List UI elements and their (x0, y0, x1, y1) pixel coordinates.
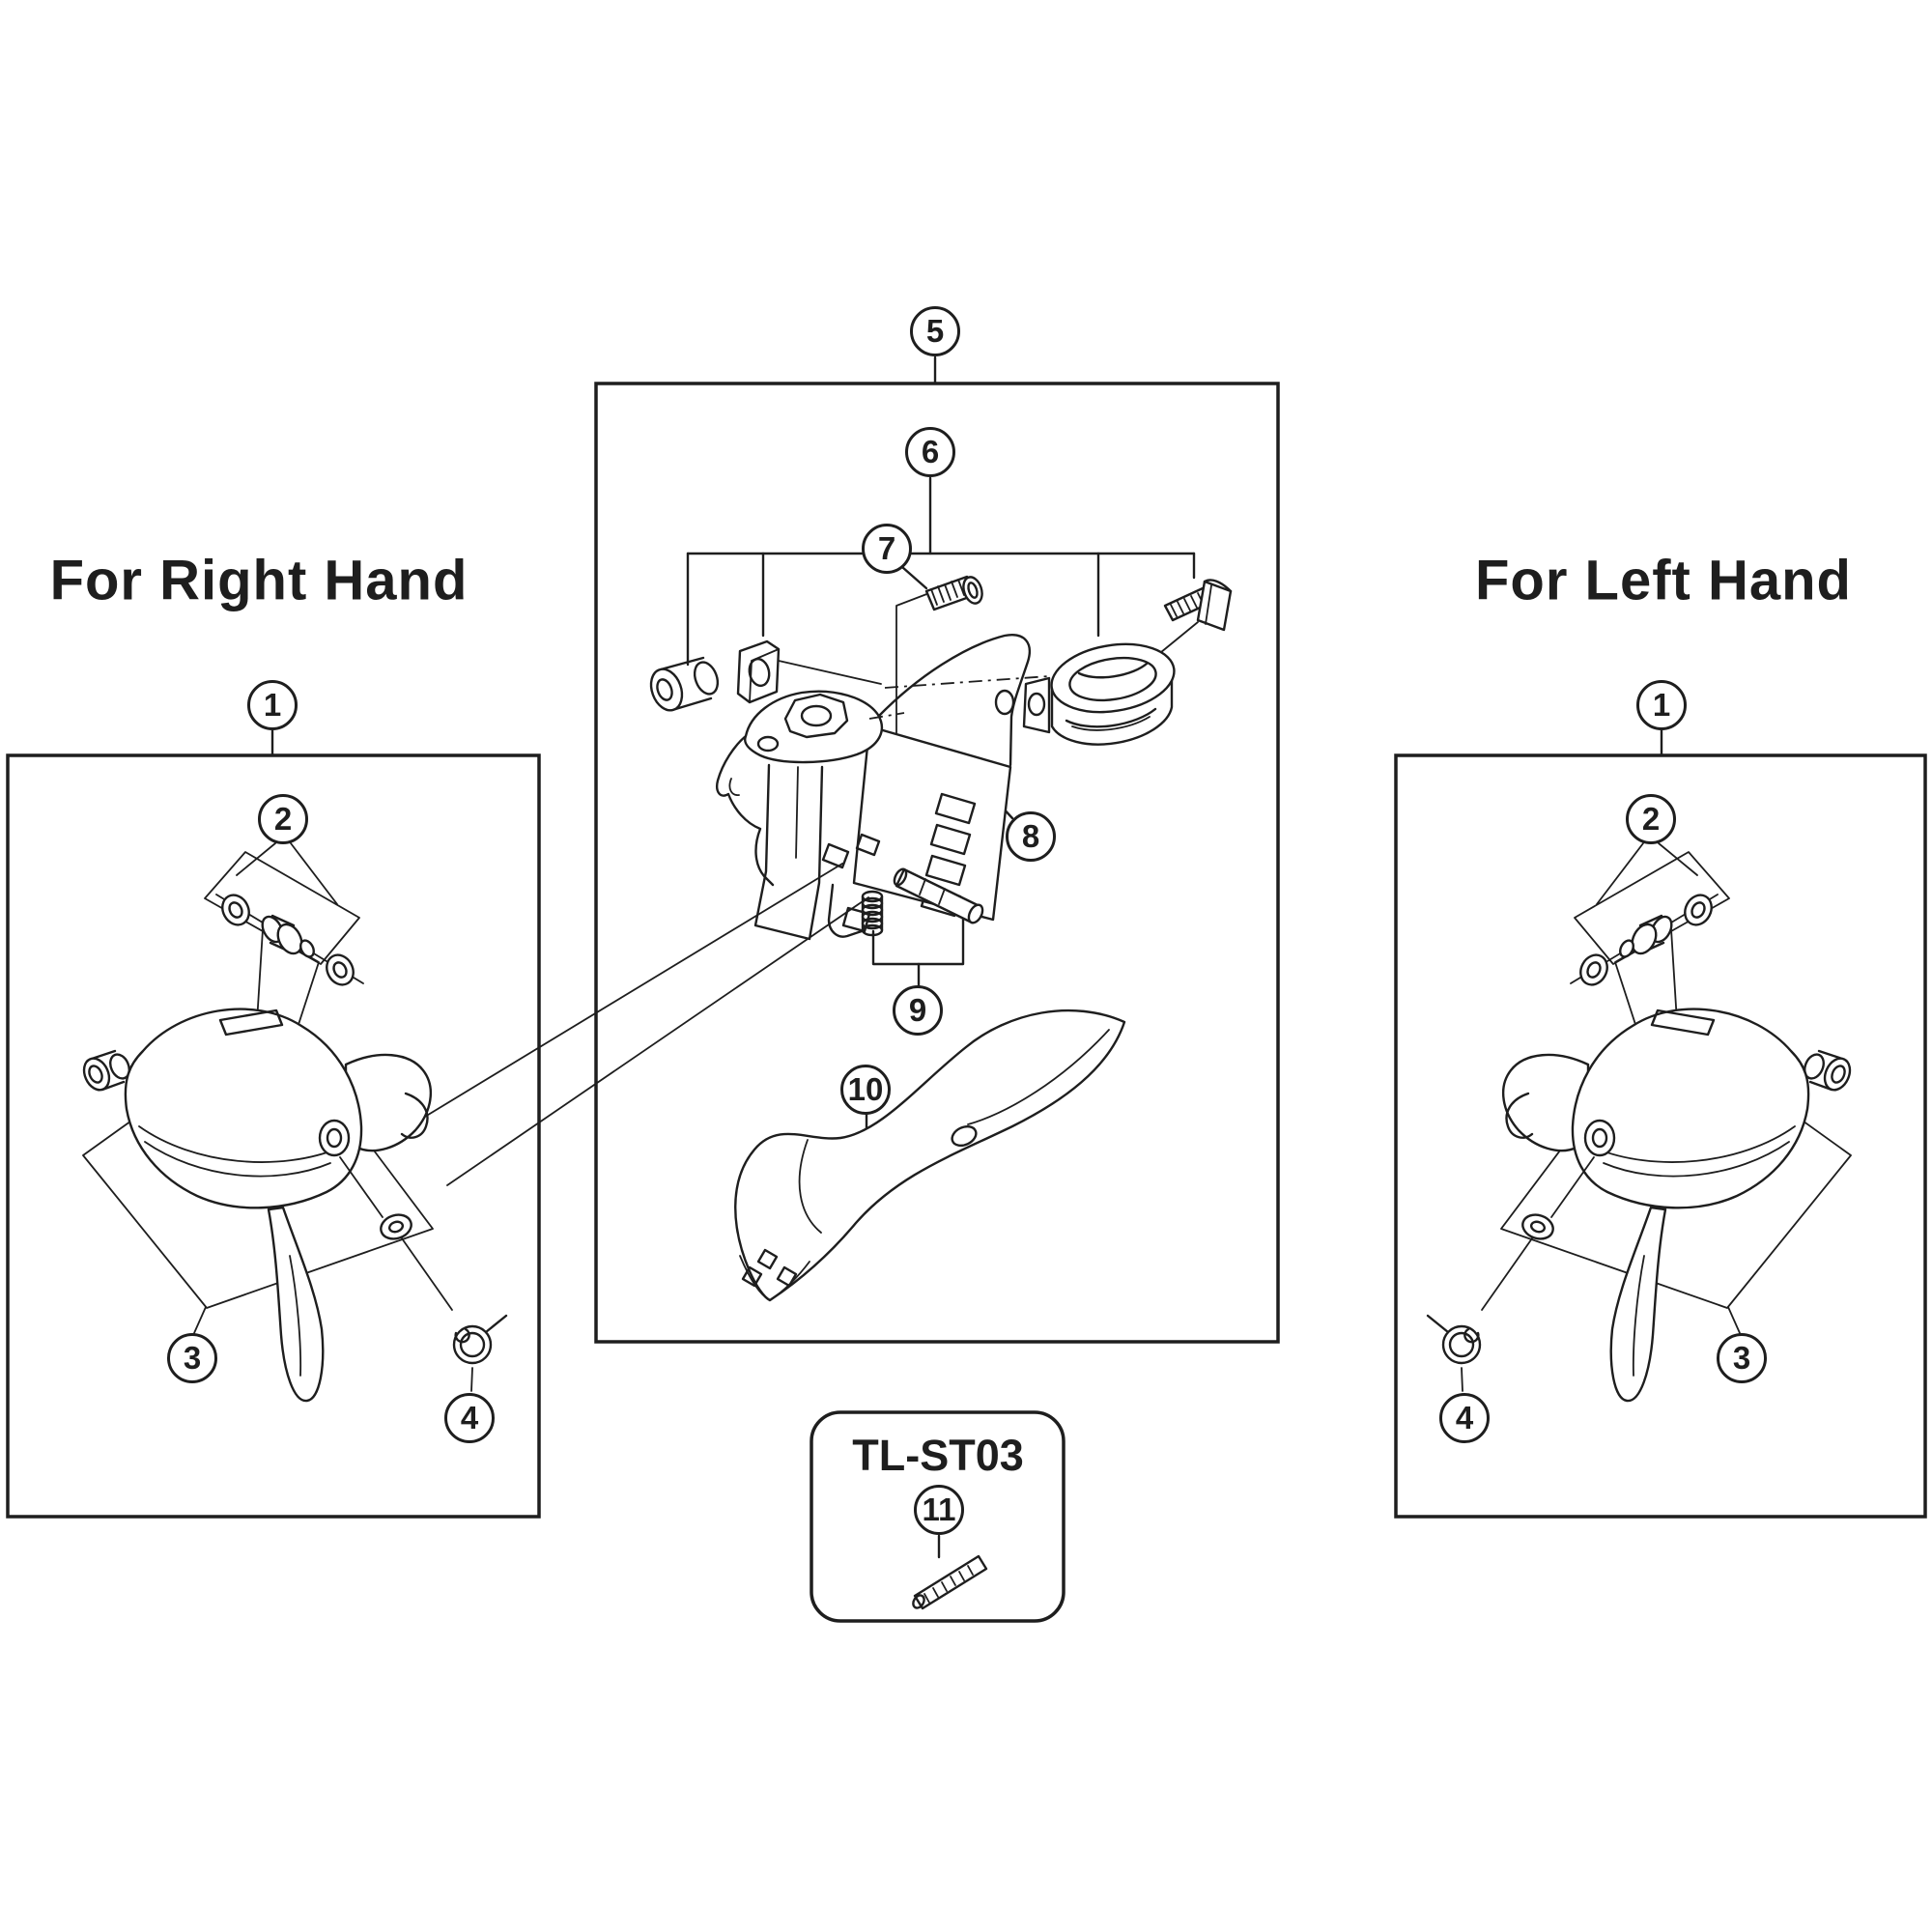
callout-8: 8 (1006, 811, 1056, 862)
callout-2-left-hand: 2 (1626, 794, 1676, 844)
left-hand-title: For Left Hand (1475, 549, 1852, 613)
fixing-nut-drawing (649, 656, 720, 712)
callout-1-left-hand: 1 (1636, 680, 1687, 730)
clamp-band-drawing (1022, 621, 1199, 746)
tool-label-text: TL-ST03 (852, 1431, 1024, 1480)
lever-axle-drawing (893, 867, 984, 924)
callout-9: 9 (893, 985, 943, 1036)
callout-5: 5 (910, 306, 960, 356)
bracket-unit-box (594, 382, 1280, 1344)
callout-3-left-hand: 3 (1717, 1333, 1767, 1383)
callout-6: 6 (905, 427, 955, 477)
callout-leader-lines (270, 355, 1663, 1559)
pin-tool-drawing (912, 1554, 988, 1610)
callout-1-right-hand: 1 (247, 680, 298, 730)
tool-box (810, 1410, 1065, 1623)
tool-label: TL-ST03 (852, 1431, 1024, 1481)
mounting-screw-drawing (924, 575, 983, 611)
left-hand-title-text: For Left Hand (1475, 549, 1852, 612)
fixing-plate-drawing (736, 639, 882, 704)
callout-3-right-hand: 3 (167, 1333, 217, 1383)
bracket-body-drawing (716, 634, 1050, 941)
cable-guide-lines (414, 863, 869, 1186)
callout-4-left-hand: 4 (1439, 1393, 1490, 1443)
callout-10: 10 (840, 1065, 891, 1115)
right-hand-lever-assembly (77, 841, 508, 1403)
bracket-cover-drawing (734, 1009, 1126, 1302)
callout-7: 7 (862, 524, 912, 574)
callout-11: 11 (914, 1485, 964, 1535)
callout-4-right-hand: 4 (444, 1393, 495, 1443)
return-spring-drawing (861, 890, 884, 937)
right-hand-title-text: For Right Hand (49, 549, 469, 612)
right-hand-title: For Right Hand (50, 549, 469, 613)
callout-2-right-hand: 2 (258, 794, 308, 844)
left-hand-lever-assembly (1426, 841, 1857, 1403)
clamp-bolt-drawing (1163, 579, 1233, 632)
